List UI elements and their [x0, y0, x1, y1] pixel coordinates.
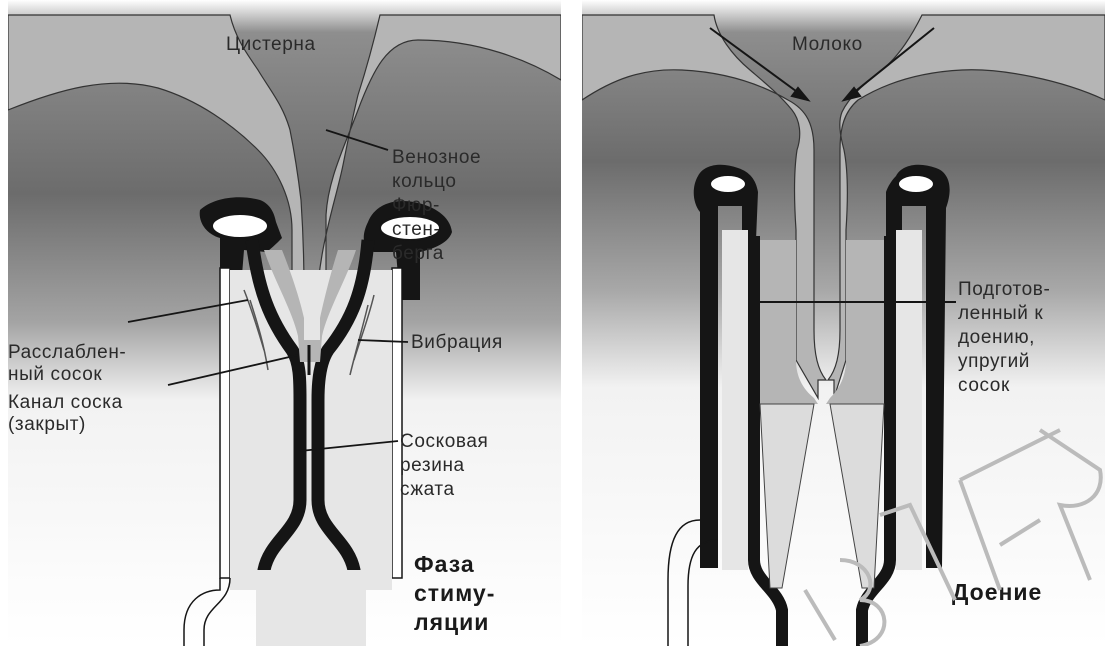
watermark-outline — [805, 430, 1101, 646]
